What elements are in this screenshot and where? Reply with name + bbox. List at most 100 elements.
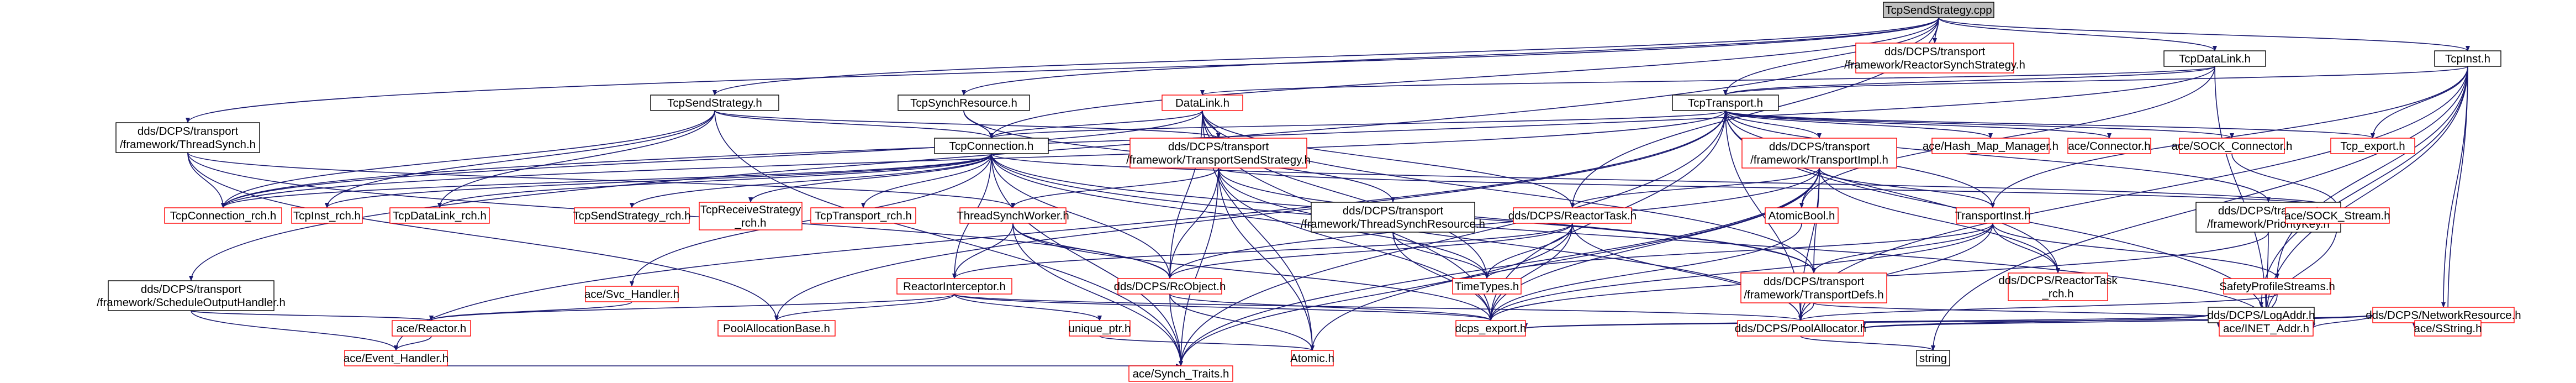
node-n22[interactable]: ThreadSynchWorker.h (957, 207, 1069, 224)
node-n17[interactable]: TcpInst_rch.h (291, 207, 363, 224)
node-n36[interactable]: SafetyProfileStreams.h (2219, 278, 2335, 295)
node-n43[interactable]: dds/DCPS/PoolAllocator.h (1735, 320, 1866, 337)
node-n26[interactable]: TransportInst.h (1955, 207, 2031, 224)
edge-n23-n42 (1392, 232, 1493, 321)
node-label: ace/SOCK_Stream.h (2284, 209, 2390, 222)
node-label: ace/Connector.h (2068, 140, 2150, 153)
node-n13[interactable]: ace/Connector.h (2067, 138, 2151, 154)
node-n9[interactable]: TcpConnection.h (934, 138, 1049, 154)
node-n45[interactable]: ace/SString.h (2414, 320, 2482, 337)
node-n3[interactable]: TcpInst.h (2434, 50, 2501, 67)
node-label: dcps_export.h (1455, 322, 1527, 335)
edge-n26-n33 (1485, 223, 1993, 279)
node-n5[interactable]: TcpSynchResource.h (898, 95, 1030, 111)
node-n11[interactable]: dds/DCPS/transport/framework/TransportIm… (1741, 138, 1897, 169)
node-box (717, 320, 836, 337)
node-box (1765, 207, 1839, 224)
node-label: ace/SOCK_Connector.h (2172, 140, 2293, 153)
node-n23[interactable]: dds/DCPS/transport/framework/ThreadSynch… (1301, 202, 1485, 233)
edge-n3-n36 (2275, 66, 2468, 279)
edge-n7-n16 (221, 110, 1726, 208)
node-box (650, 95, 779, 111)
node-n39[interactable]: ace/Reactor.h (392, 320, 471, 337)
node-label: ace/INET_Addr.h (2223, 322, 2309, 335)
node-n28[interactable]: ace/SOCK_Stream.h (2284, 207, 2390, 224)
node-box (1291, 350, 1334, 366)
edge-n3-n37 (2259, 66, 2468, 308)
node-n44[interactable]: ace/INET_Addr.h (2219, 320, 2314, 337)
edge-n4-n16 (221, 110, 715, 208)
node-n29[interactable]: ace/Svc_Handler.h (584, 286, 679, 302)
node-label: _rch.h (2042, 287, 2074, 300)
edge-n7-n9 (989, 110, 1726, 139)
node-n0[interactable]: TcpSendStrategy.cpp (1883, 2, 1994, 18)
edge-n4-n18 (437, 110, 715, 208)
node-label: TcpConnection_rch.h (170, 209, 277, 222)
node-n20[interactable]: TcpReceiveStrategy_rch.h (699, 202, 803, 230)
node-n33[interactable]: TimeTypes.h (1452, 278, 1522, 295)
node-label: AtomicBool.h (1769, 209, 1835, 222)
node-box (344, 350, 448, 366)
edge-n4-n9 (714, 110, 994, 139)
node-n14[interactable]: ace/SOCK_Connector.h (2172, 138, 2293, 154)
node-box (1883, 2, 1994, 18)
node-box (585, 286, 679, 302)
node-n19[interactable]: TcpSendStrategy_rch.h (573, 207, 691, 224)
node-label: unique_ptr.h (1069, 322, 1131, 335)
node-box (2285, 207, 2390, 224)
edge-n9-n33 (991, 153, 1489, 279)
edge-n31-n42 (954, 293, 1493, 321)
edge-n8-n40 (187, 152, 779, 321)
node-n49[interactable]: ace/Synch_Traits.h (1128, 365, 1233, 382)
node-n7[interactable]: TcpTransport.h (1672, 95, 1779, 111)
node-n32[interactable]: dds/DCPS/RcObject.h (1114, 278, 1226, 295)
node-label: /framework/TransportDefs.h (1744, 288, 1883, 301)
node-n35[interactable]: dds/DCPS/ReactorTask_rch.h (1998, 272, 2118, 301)
node-label: _rch.h (735, 217, 767, 229)
edge-n31-n41 (954, 293, 1102, 321)
node-n8[interactable]: dds/DCPS/transport/framework/ThreadSynch… (115, 122, 260, 153)
node-n40[interactable]: PoolAllocationBase.h (717, 320, 836, 337)
node-n34[interactable]: dds/DCPS/transport/framework/TransportDe… (1740, 272, 1887, 303)
node-n24[interactable]: dds/DCPS/ReactorTask.h (1508, 207, 1637, 224)
node-n31[interactable]: ReactorInterceptor.h (896, 278, 1012, 295)
node-n2[interactable]: TcpDataLink.h (2163, 50, 2266, 67)
node-n4[interactable]: TcpSendStrategy.h (650, 95, 779, 111)
edge-n30-n46 (191, 310, 398, 351)
node-box (164, 207, 282, 224)
node-label: TcpTransport.h (1688, 97, 1763, 109)
edge-n10-n28 (1218, 167, 2340, 208)
node-label: dds/DCPS/transport (138, 125, 239, 138)
edge-n3-n7 (1723, 66, 2468, 96)
node-label: ThreadSynchWorker.h (957, 209, 1069, 222)
edge-n11-n35 (1819, 167, 2060, 274)
edge-n22-n31 (952, 223, 1013, 279)
node-n48[interactable]: string (1916, 350, 1950, 366)
node-box (1455, 320, 1526, 337)
node-n15[interactable]: Tcp_export.h (2330, 138, 2415, 154)
node-n41[interactable]: unique_ptr.h (1069, 320, 1131, 337)
node-n12[interactable]: ace/Hash_Map_Manager.h (1923, 138, 2058, 154)
edge-n7-n12 (1725, 110, 1993, 139)
node-label: PoolAllocationBase.h (723, 322, 830, 335)
node-n21[interactable]: TcpTransport_rch.h (810, 207, 916, 224)
node-n46[interactable]: ace/Event_Handler.h (344, 350, 448, 366)
node-n10[interactable]: dds/DCPS/transport/framework/TransportSe… (1126, 138, 1311, 169)
node-n1[interactable]: dds/DCPS/transport/framework/ReactorSync… (1844, 43, 2025, 74)
edge-n31-n40 (774, 293, 955, 321)
edge-n43-n48 (1800, 335, 1935, 351)
edge-n4-n17 (325, 110, 715, 208)
node-box (1452, 278, 1522, 295)
node-n47[interactable]: Atomic.h (1290, 350, 1334, 366)
node-n42[interactable]: dcps_export.h (1455, 320, 1527, 337)
node-n6[interactable]: DataLink.h (1162, 95, 1243, 111)
node-n25[interactable]: AtomicBool.h (1765, 207, 1839, 224)
node-n18[interactable]: TcpDataLink_rch.h (389, 207, 490, 224)
node-box (2330, 138, 2415, 154)
node-label: Atomic.h (1290, 352, 1334, 365)
node-label: ReactorInterceptor.h (903, 280, 1006, 293)
node-n16[interactable]: TcpConnection_rch.h (164, 207, 282, 224)
node-box (2008, 272, 2108, 301)
node-n30[interactable]: dds/DCPS/transport/framework/ScheduleOut… (97, 280, 286, 311)
